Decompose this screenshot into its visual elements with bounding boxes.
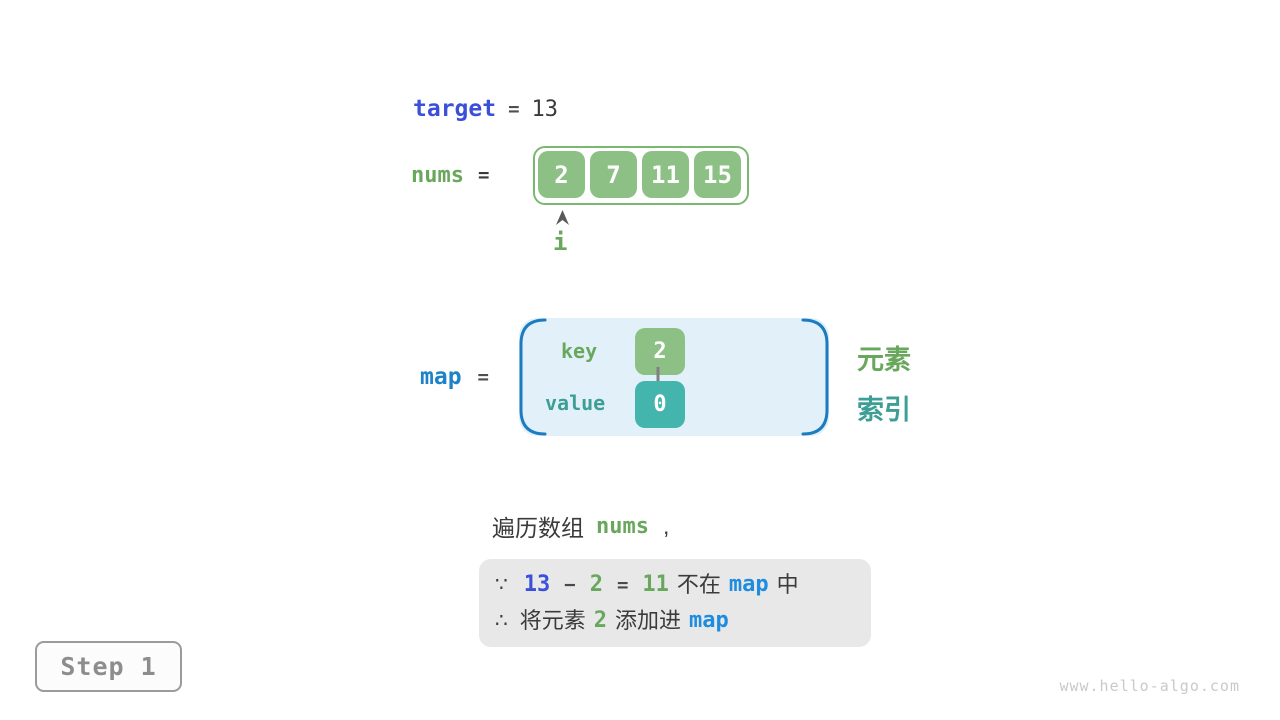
array-cell: 15	[694, 151, 741, 198]
element-side-label: 元素	[857, 345, 911, 375]
note-line-1: ∵ 13 − 2 = 11 不在 map 中	[495, 567, 871, 603]
array-cell: 11	[642, 151, 689, 198]
note-line-2: ∴ 将元素 2 添加进 map	[495, 603, 871, 639]
nums-label-row: nums =	[411, 160, 489, 190]
index-pointer-arrow-icon	[556, 210, 569, 225]
map-label: map	[420, 364, 462, 390]
equals-sign: =	[616, 574, 629, 596]
note-box: ∵ 13 − 2 = 11 不在 map 中 ∴ 将元素 2 添加进 map	[479, 559, 871, 647]
map-brackets-icon	[519, 318, 829, 436]
target-value: 13	[531, 96, 559, 122]
array-cell: 2	[538, 151, 585, 198]
map-key-cell: 2	[635, 328, 685, 375]
watermark: www.hello-algo.com	[1059, 677, 1240, 695]
target-equals-sign: =	[508, 98, 520, 120]
target-label: target	[413, 96, 497, 122]
map-value-label: value	[545, 391, 606, 415]
because-symbol: ∵	[495, 574, 508, 596]
note-map-code: map	[728, 572, 769, 597]
note2-text-start: 将元素	[519, 608, 586, 633]
index-pointer-label: i	[553, 228, 568, 256]
map-label-row: map =	[420, 362, 489, 392]
index-side-label: 索引	[857, 395, 911, 425]
map-value-cell: 0	[635, 381, 685, 428]
map-key-label: key	[561, 339, 598, 363]
note-minuend: 13	[523, 572, 551, 597]
caption-row: 遍历数组 nums ,	[492, 510, 669, 542]
note-subtrahend: 2	[589, 572, 603, 597]
note2-text-mid: 添加进	[615, 608, 682, 633]
note-text-end: 中	[776, 572, 799, 597]
note2-map-code: map	[689, 608, 729, 633]
caption-text: 遍历数组	[492, 515, 584, 541]
step-badge: Step 1	[35, 641, 182, 692]
note2-value: 2	[593, 608, 607, 633]
therefore-symbol: ∴	[495, 610, 508, 632]
nums-label: nums	[411, 162, 464, 188]
nums-equals-sign: =	[477, 164, 490, 186]
target-row: target = 13	[413, 94, 558, 124]
caption-comma: ,	[662, 512, 670, 539]
array-cell: 7	[590, 151, 637, 198]
note-difference: 11	[642, 572, 669, 597]
minus-sign: −	[564, 574, 576, 596]
note-text-mid: 不在	[676, 572, 721, 597]
caption-code: nums	[596, 513, 649, 539]
nums-array: 2 7 11 15	[533, 146, 749, 205]
map-equals-sign: =	[477, 366, 489, 388]
